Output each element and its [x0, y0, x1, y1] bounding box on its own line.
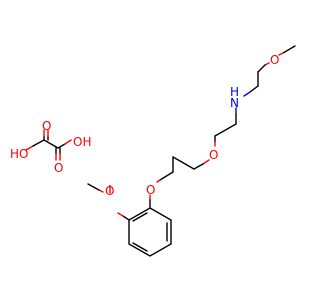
o-bottom-label: O [54, 161, 63, 175]
bond-c-c-3 [172, 156, 195, 170]
n-amine-label: N [230, 96, 239, 110]
h-amine-label: H [230, 85, 239, 99]
bond-o1-c-b [257, 64, 266, 73]
bond-me-o1 [282, 45, 296, 54]
o-top-label: O [42, 119, 51, 133]
bond-c2-oh-a [57, 143, 66, 149]
bond-c-n-b [243, 91, 251, 97]
bond-c-o3-b [156, 179, 161, 183]
ho-left-label: HO [10, 147, 28, 161]
bond-me-o1-red [278, 52, 284, 56]
bond-c2-oh-b [64, 139, 72, 145]
bond-c1-c2 [43, 139, 59, 149]
bond-o2-c-b [193, 163, 204, 170]
ring-double-2 [132, 242, 148, 252]
main-molecule: O N H O O O [87, 45, 296, 257]
bond-o2-c-a [202, 159, 210, 165]
bond-o4-me-c [87, 183, 100, 191]
bond-ring-o4-a [122, 215, 130, 221]
bond-ring-o4-b [117, 212, 124, 217]
bond-c-n-a [249, 85, 259, 93]
o-ether-aryl-label: O [146, 183, 155, 197]
bond-c-o3-a [159, 171, 174, 181]
o-ether-middle-label: O [209, 148, 218, 162]
o-methoxy-aryl-label: O [105, 184, 114, 198]
benzene-ring [128, 207, 172, 257]
oxalic-acid: HO O O OH [10, 119, 91, 175]
ring-double-3 [132, 212, 148, 222]
bond-c-c-2 [214, 123, 237, 137]
o-methoxy-top-label: O [270, 53, 279, 67]
bond-o4-me-b [98, 189, 104, 193]
bond-o1-c-a [264, 62, 270, 66]
bond-ho-c1-carbon [32, 139, 45, 147]
oh-right-label: OH [73, 135, 91, 149]
bond-ho-c1 [25, 145, 34, 151]
molecule-diagram: HO O O OH [10, 45, 296, 257]
